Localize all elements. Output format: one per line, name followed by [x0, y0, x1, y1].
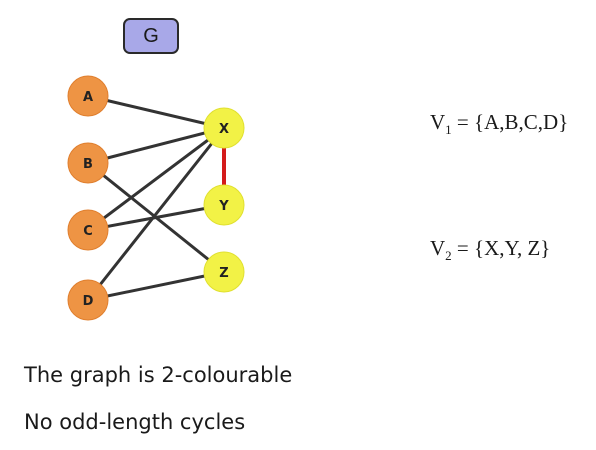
node-label-y: Y — [218, 199, 229, 214]
v1-members: = {A,B,C,D} — [451, 110, 569, 134]
edge-a-x — [86, 94, 226, 130]
edge-layer — [86, 94, 226, 302]
v1-symbol: V — [430, 110, 446, 134]
node-label-b: B — [83, 157, 93, 172]
edge-d-x — [86, 126, 226, 302]
node-circle-b — [67, 142, 109, 184]
node-d: D — [67, 279, 109, 321]
node-circle-y — [203, 184, 245, 226]
v2-subscript: 2 — [445, 248, 452, 264]
node-label-x: X — [219, 122, 229, 137]
node-circle-c — [67, 209, 109, 251]
node-y: Y — [203, 184, 245, 226]
edge-b-x — [86, 126, 226, 165]
node-circle-a — [67, 75, 109, 117]
v2-members: = {X,Y, Z} — [451, 236, 551, 260]
node-circle-d — [67, 279, 109, 321]
node-label-d: D — [83, 294, 94, 309]
node-label-a: A — [83, 90, 93, 105]
edge-c-y — [86, 203, 226, 232]
node-label-z: Z — [219, 266, 228, 281]
v2-symbol: V — [430, 236, 446, 260]
v1-subscript: 1 — [445, 122, 452, 138]
vertex-set-v1: V1 = {A,B,C,D} — [430, 110, 568, 138]
node-x: X — [203, 107, 245, 149]
caption-no-odd-cycles: No odd-length cycles — [24, 410, 246, 434]
node-layer: A B C D X Y Z — [67, 75, 245, 321]
node-a: A — [67, 75, 109, 117]
caption-2-colourable: The graph is 2-colourable — [24, 363, 293, 387]
node-z: Z — [203, 251, 245, 293]
node-c: C — [67, 209, 109, 251]
node-b: B — [67, 142, 109, 184]
node-label-c: C — [83, 224, 93, 239]
vertex-set-v2: V2 = {X,Y, Z} — [430, 236, 550, 264]
node-circle-z — [203, 251, 245, 293]
graph-name-label: G — [123, 18, 179, 54]
node-circle-x — [203, 107, 245, 149]
edge-d-z — [86, 270, 226, 302]
edge-c-x — [86, 126, 226, 232]
